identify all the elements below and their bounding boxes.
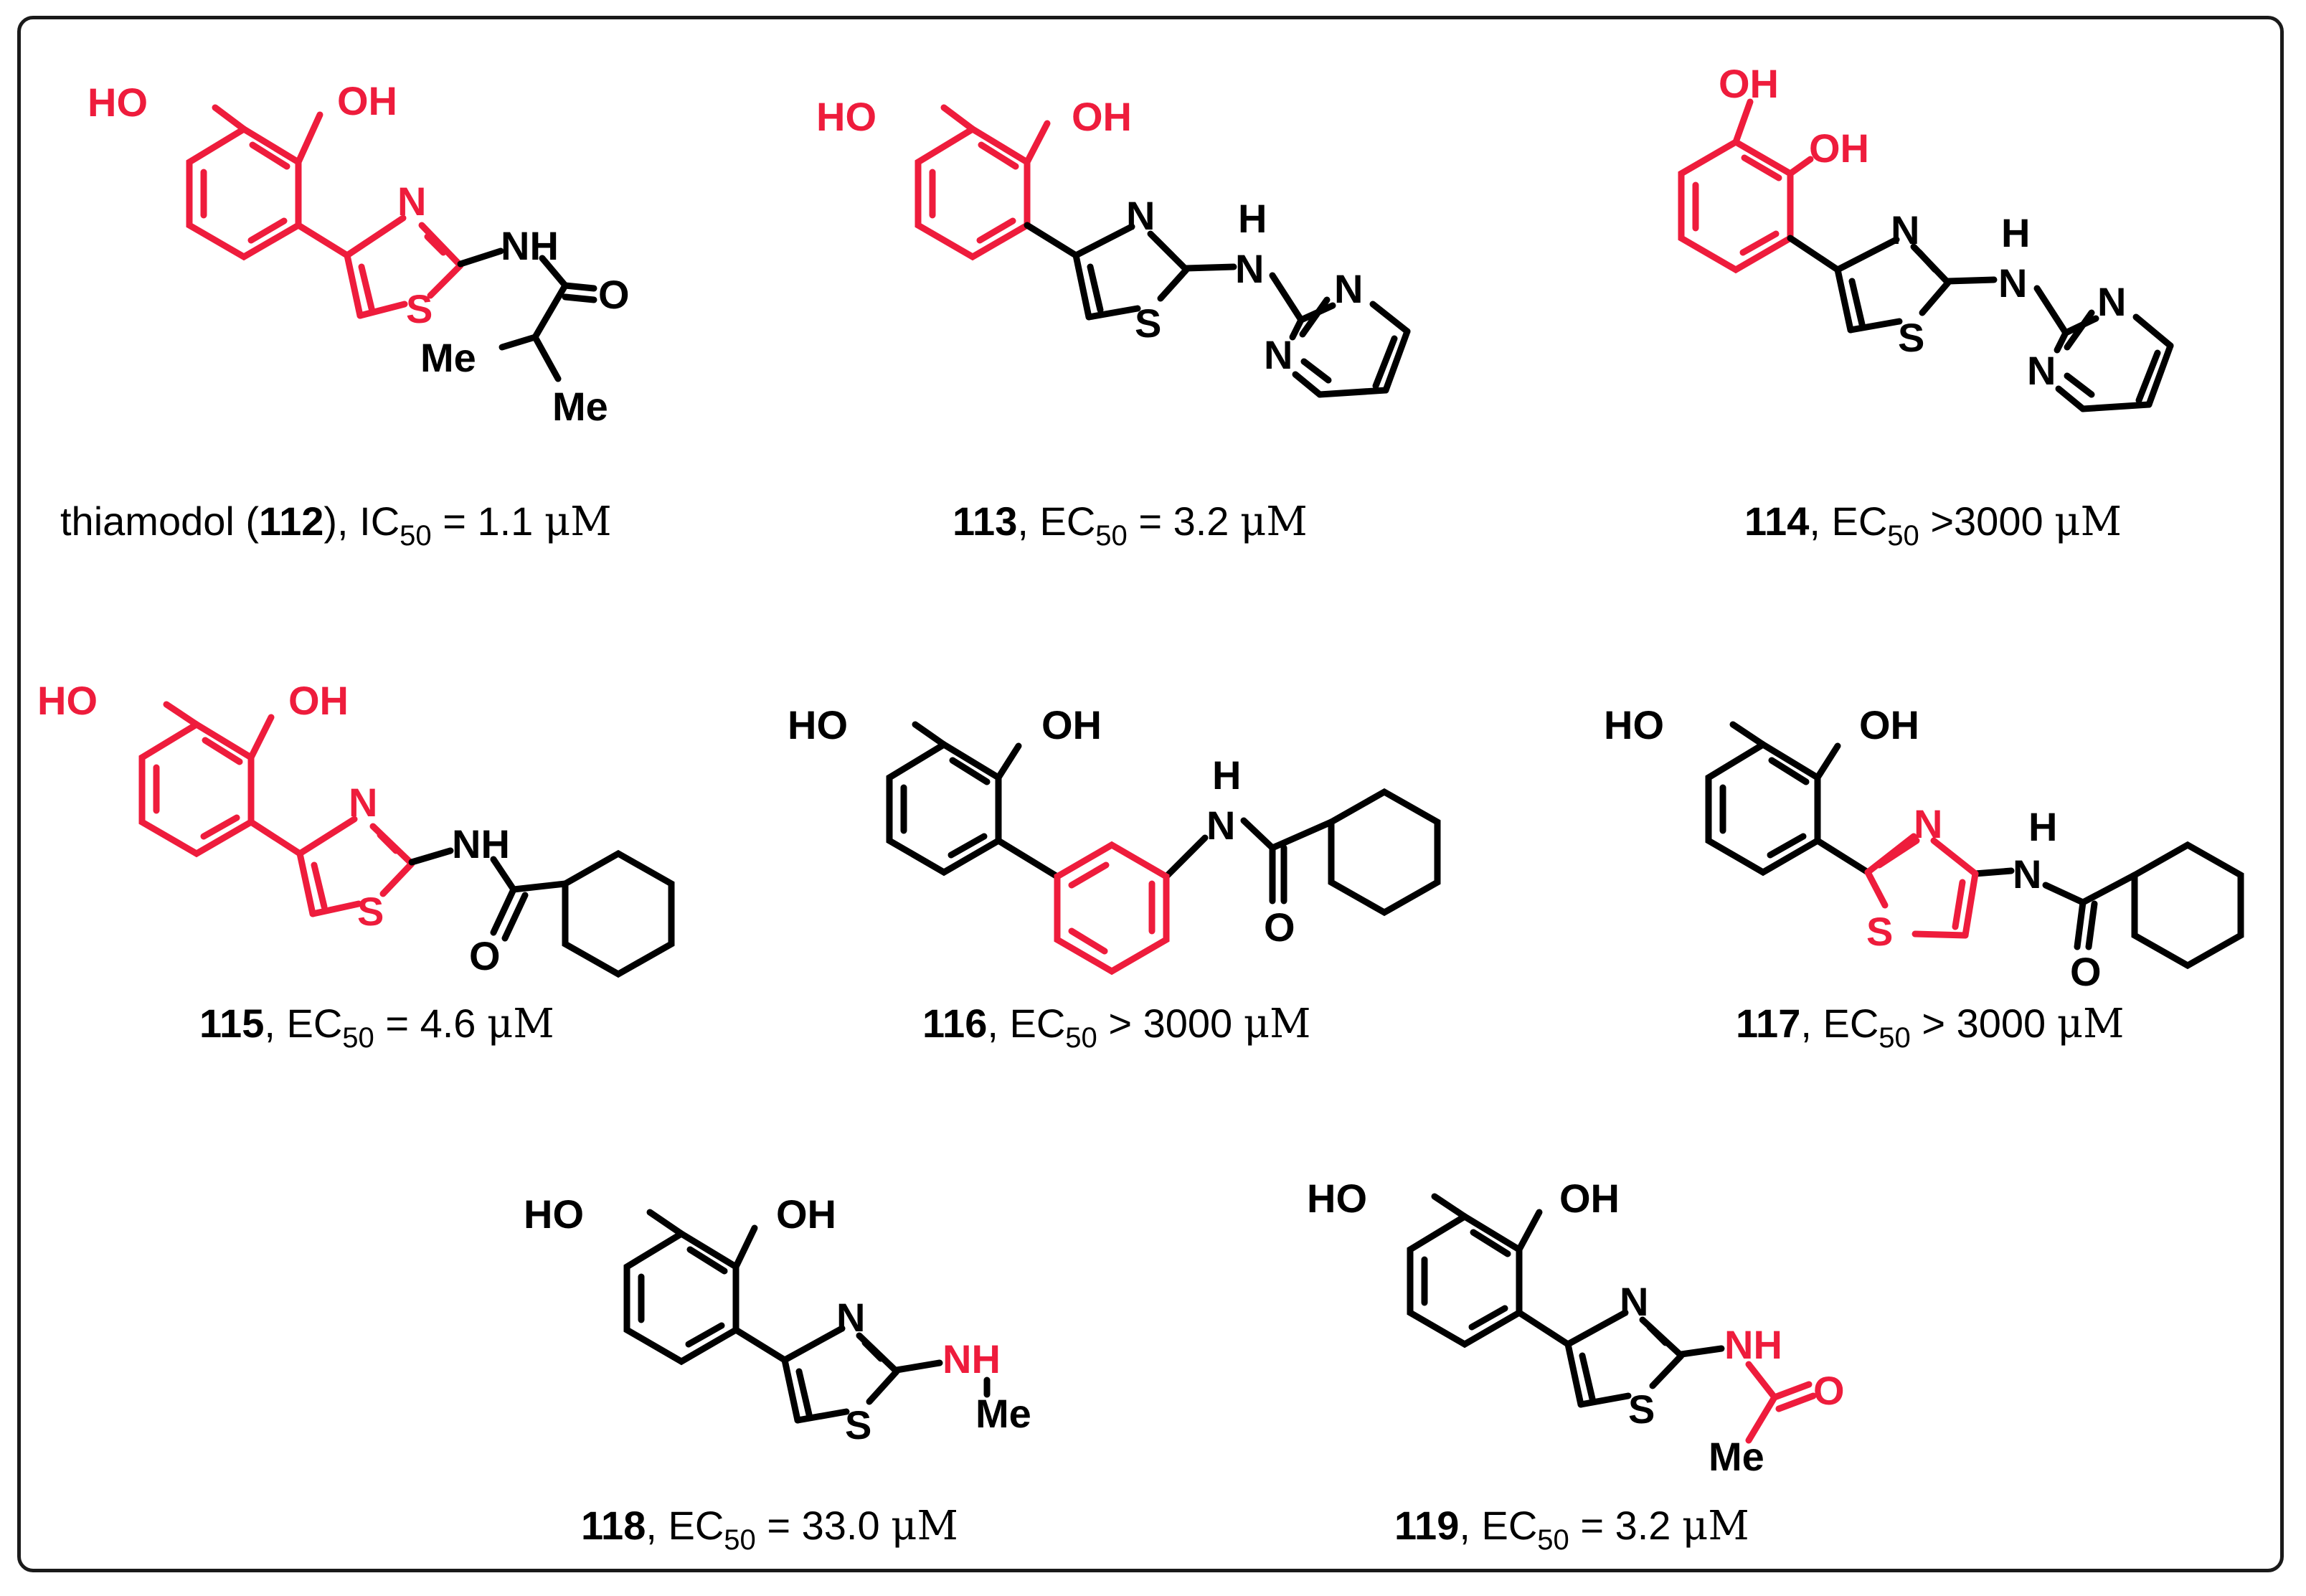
caption-113: 113, EC50 = 3.2 μM <box>953 499 1308 552</box>
hydroxyl-label: OH <box>1072 94 1132 139</box>
nh-hydrogen-label: H <box>1238 196 1267 241</box>
hydroxyl-label: HO <box>1604 702 1664 747</box>
thiazole-sulfur-label: S <box>1628 1387 1655 1432</box>
hydroxyl-label: OH <box>1859 702 1919 747</box>
compound-113: HO OH N S H N N N 113, EC50 = 3.2 μM <box>816 94 1411 552</box>
hydroxyl-label: OH <box>337 78 397 123</box>
thiazole-sulfur-label: S <box>1866 909 1893 954</box>
hydroxyl-label: OH <box>1041 702 1102 747</box>
amide-nh-label: NH <box>452 821 510 867</box>
hydroxyl-label: OH <box>776 1191 836 1237</box>
hydroxyl-label: HO <box>788 702 848 747</box>
compound-119: HO OH N S NH O Me 119, EC50 = 3.2 μM <box>1307 1176 1845 1556</box>
pyrimidine-nitrogen-label: N <box>2027 348 2056 393</box>
thiazole-nitrogen-label: N <box>1620 1279 1648 1324</box>
caption-119: 119, EC50 = 3.2 μM <box>1394 1503 1749 1556</box>
amine-nh-label: NH <box>942 1336 1001 1382</box>
caption-118: 118, EC50 = 33.0 μM <box>581 1503 958 1556</box>
amide-nitrogen-label: N <box>1206 803 1235 848</box>
hydroxyl-label: HO <box>88 80 148 125</box>
caption-116: 116, EC50 > 3000 μM <box>922 1001 1310 1054</box>
thiazole-nitrogen-label: N <box>349 780 377 825</box>
thiazole-nitrogen-label: N <box>1914 801 1942 846</box>
carbonyl-oxygen-label: O <box>598 272 630 317</box>
thiazole-sulfur-label: S <box>845 1402 871 1448</box>
amide-nitrogen-label: N <box>2013 851 2041 897</box>
compound-112: HO OH N S NH O Me Me thiamodol (112), IC… <box>60 78 630 552</box>
thiazole-nitrogen-label: N <box>1891 207 1919 252</box>
caption-112: thiamodol (112), IC50 = 1.1 μM <box>60 499 612 552</box>
pyrimidine-nitrogen-label: N <box>2097 279 2126 324</box>
nh-hydrogen-label: H <box>1212 752 1241 798</box>
methyl-label: Me <box>552 384 608 429</box>
caption-115: 115, EC50 = 4.6 μM <box>199 1001 554 1054</box>
amide-nh-label: NH <box>1724 1322 1782 1367</box>
hydroxyl-label: OH <box>288 678 349 723</box>
carbonyl-oxygen-label: O <box>1264 905 1295 950</box>
amide-nh-label: NH <box>501 223 559 268</box>
carbonyl-oxygen-label: O <box>1813 1368 1845 1413</box>
carbonyl-oxygen-label: O <box>469 933 501 978</box>
compound-114: OH OH N S H N N N 114, EC50 >3000 μM <box>1678 61 2174 552</box>
methyl-label: Me <box>1709 1434 1764 1479</box>
thiazole-nitrogen-label: N <box>397 179 426 224</box>
thiazole-sulfur-label: S <box>1898 315 1924 360</box>
figure-frame <box>17 16 2284 1572</box>
methyl-label: Me <box>975 1391 1031 1436</box>
pyrimidine-nitrogen-label: N <box>1264 332 1293 377</box>
compound-116: HO OH H N O 116, EC50 > 3000 μM <box>788 702 1441 1054</box>
hydroxyl-label: HO <box>37 678 98 723</box>
hydroxyl-label: OH <box>1809 126 1869 171</box>
pyrimidine-nitrogen-label: N <box>1334 266 1363 311</box>
methyl-label: Me <box>420 335 476 380</box>
caption-114: 114, EC50 >3000 μM <box>1744 499 2122 552</box>
thiazole-sulfur-label: S <box>406 286 433 331</box>
hydroxyl-label: OH <box>1559 1176 1620 1221</box>
amine-nitrogen-label: N <box>1998 260 2027 306</box>
compound-115: HO OH N S NH O 115, EC50 = 4.6 μM <box>37 678 675 1054</box>
compound-117: HO OH N S H N O 117, EC50 > 3000 μM <box>1604 702 2244 1054</box>
nh-hydrogen-label: H <box>2001 210 2030 255</box>
thiazole-sulfur-label: S <box>1135 301 1161 346</box>
hydroxyl-label: HO <box>1307 1176 1367 1221</box>
thiazole-sulfur-label: S <box>357 889 384 934</box>
nh-hydrogen-label: H <box>2028 804 2057 849</box>
hydroxyl-label: HO <box>524 1191 584 1237</box>
thiazole-nitrogen-label: N <box>836 1295 865 1340</box>
thiazole-nitrogen-label: N <box>1126 193 1155 238</box>
compound-118: HO OH N S NH Me 118, EC50 = 33.0 μM <box>524 1191 1031 1556</box>
amine-nitrogen-label: N <box>1235 246 1264 291</box>
caption-117: 117, EC50 > 3000 μM <box>1736 1001 2124 1054</box>
carbonyl-oxygen-label: O <box>2070 949 2102 994</box>
hydroxyl-label: OH <box>1719 61 1779 106</box>
hydroxyl-label: HO <box>816 94 876 139</box>
